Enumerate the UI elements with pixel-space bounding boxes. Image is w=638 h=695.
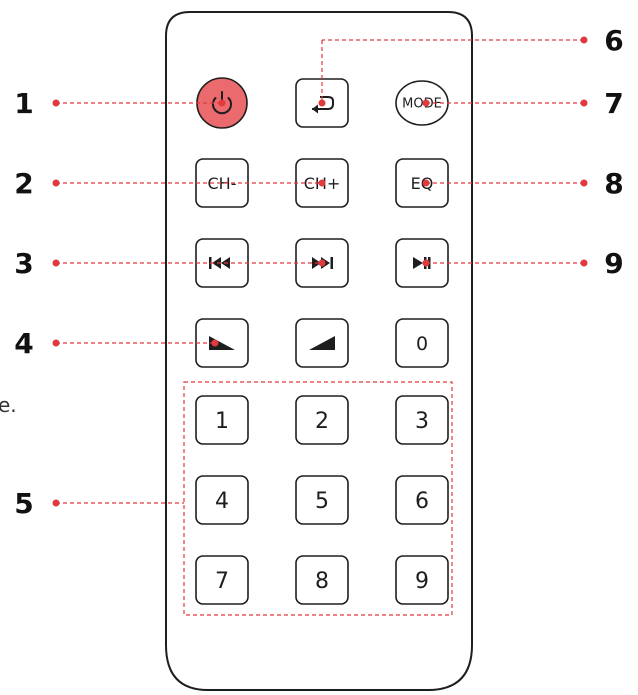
digit-0-button-shape bbox=[395, 318, 449, 368]
digit-8-label: 8 bbox=[315, 569, 329, 594]
digit-6-label: 6 bbox=[415, 489, 429, 514]
digit-4-label: 4 bbox=[215, 489, 229, 514]
callout-2-end-dot bbox=[318, 179, 326, 187]
callout-8-start-dot bbox=[580, 179, 588, 187]
digit-1-button[interactable]: 1 bbox=[195, 395, 249, 445]
digit-9-label: 9 bbox=[415, 569, 429, 594]
digit-7-label: 7 bbox=[215, 569, 229, 594]
digit-3-label: 3 bbox=[415, 409, 429, 434]
digit-5-shape bbox=[295, 475, 349, 525]
callout-3-number: 3 bbox=[14, 247, 33, 280]
volume-up-button[interactable] bbox=[295, 318, 349, 368]
digit-0-button-label: 0 bbox=[416, 333, 428, 355]
callout-1-end-dot bbox=[218, 99, 226, 107]
volume-down-icon bbox=[209, 336, 235, 350]
callout-5-start-dot bbox=[52, 499, 60, 507]
callout-8: 8 bbox=[422, 167, 624, 200]
digit-2-label: 2 bbox=[315, 409, 329, 434]
number-keypad-group bbox=[183, 381, 453, 616]
mode-button-label: MODE bbox=[402, 97, 442, 112]
callout-6: 6 bbox=[318, 24, 624, 107]
callout-6-start-dot bbox=[580, 36, 588, 44]
digit-8-button[interactable]: 8 bbox=[295, 555, 349, 605]
callout-7-number: 7 bbox=[604, 87, 623, 120]
channel-down-button-label: CH- bbox=[208, 174, 237, 193]
callout-3-start-dot bbox=[52, 259, 60, 267]
callout-2-number: 2 bbox=[14, 167, 33, 200]
digit-5-label: 5 bbox=[315, 489, 329, 514]
return-arrow-icon bbox=[312, 96, 334, 114]
digit-4-shape bbox=[195, 475, 249, 525]
digit-8-shape bbox=[295, 555, 349, 605]
eq-button-label: EQ bbox=[411, 174, 434, 193]
callout-3: 3 bbox=[14, 247, 326, 280]
callout-6-number: 6 bbox=[604, 24, 623, 57]
callout-9-end-dot bbox=[422, 259, 430, 267]
digit-4-button[interactable]: 4 bbox=[195, 475, 249, 525]
volume-up-icon bbox=[309, 336, 335, 350]
digit-6-button[interactable]: 6 bbox=[395, 475, 449, 525]
mode-button[interactable]: MODE bbox=[395, 80, 449, 126]
digit-7-button[interactable]: 7 bbox=[195, 555, 249, 605]
digit-3-button[interactable]: 3 bbox=[395, 395, 449, 445]
digit-3-shape bbox=[395, 395, 449, 445]
cropped-text-fragment: e. bbox=[0, 393, 17, 417]
callout-4-number: 4 bbox=[14, 327, 33, 360]
digit-1-label: 1 bbox=[215, 409, 229, 434]
callout-2: 2 bbox=[14, 167, 326, 200]
digit-6-shape bbox=[395, 475, 449, 525]
callout-6-end-dot bbox=[318, 99, 326, 107]
callout-9: 9 bbox=[422, 247, 624, 280]
callout-3-end-dot bbox=[318, 259, 326, 267]
digit-2-shape bbox=[295, 395, 349, 445]
callout-2-start-dot bbox=[52, 179, 60, 187]
callout-4: 4 bbox=[14, 327, 219, 360]
callout-7: 7 bbox=[422, 87, 624, 120]
callout-1-number: 1 bbox=[14, 87, 33, 120]
callout-7-start-dot bbox=[580, 99, 588, 107]
callout-9-start-dot bbox=[580, 259, 588, 267]
callout-4-end-dot bbox=[211, 339, 219, 347]
callout-8-end-dot bbox=[422, 179, 430, 187]
digit-2-button[interactable]: 2 bbox=[295, 395, 349, 445]
callout-9-number: 9 bbox=[604, 247, 623, 280]
digit-1-shape bbox=[195, 395, 249, 445]
digit-5-button[interactable]: 5 bbox=[295, 475, 349, 525]
digit-7-shape bbox=[195, 555, 249, 605]
digit-9-shape bbox=[395, 555, 449, 605]
digit-0-button[interactable]: 0 bbox=[395, 318, 449, 368]
callout-5: 5 bbox=[14, 487, 184, 520]
callout-1: 1 bbox=[14, 87, 226, 120]
digit-9-button[interactable]: 9 bbox=[395, 555, 449, 605]
callout-8-number: 8 bbox=[604, 167, 623, 200]
callout-7-end-dot bbox=[422, 99, 430, 107]
callout-4-start-dot bbox=[52, 339, 60, 347]
callout-1-start-dot bbox=[52, 99, 60, 107]
callout-5-number: 5 bbox=[14, 487, 33, 520]
